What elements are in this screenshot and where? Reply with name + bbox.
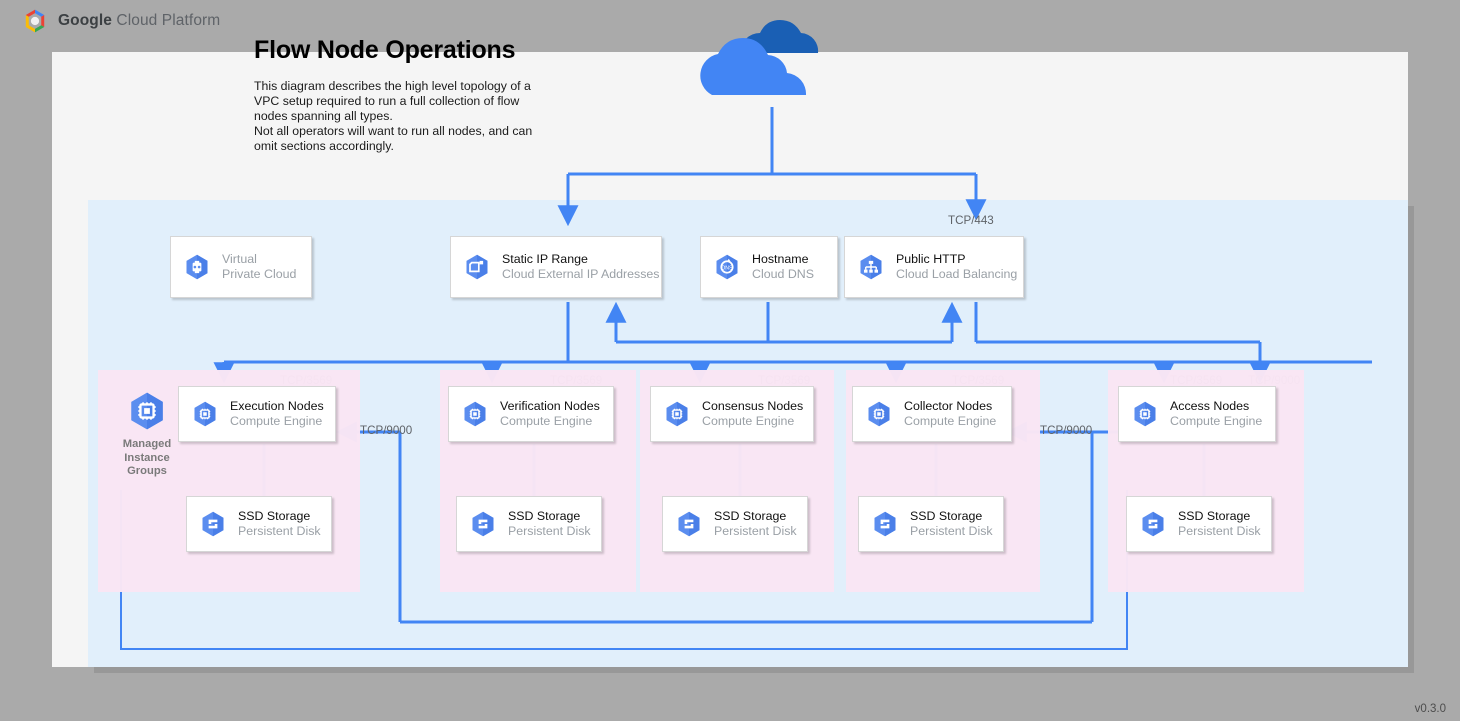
persistent-disk-icon [202, 511, 224, 537]
mig-label-line-0: Managed [122, 438, 172, 450]
managed-instance-groups-badge: Managed Instance Groups [114, 390, 180, 479]
diagram-description: This diagram describes the high level to… [254, 79, 544, 154]
node-consensus-nodes[interactable]: Consensus Nodes Compute Engine [650, 386, 823, 451]
desc-line-1: VPC setup required to run a full collect… [254, 94, 520, 108]
node-title: Virtual [222, 252, 257, 267]
node-virtual-private-cloud[interactable]: Virtual Private Cloud [170, 236, 312, 298]
managed-instance-groups-label: Managed Instance Groups [114, 438, 180, 479]
port-label-lb-ingress: TCP/443 [948, 214, 994, 227]
compute-engine-icon [666, 401, 688, 427]
load-balancing-icon [860, 254, 882, 280]
node-subtitle: Compute Engine [702, 414, 795, 428]
node-subtitle: Persistent Disk [238, 524, 321, 538]
node-subtitle: Compute Engine [1170, 414, 1263, 428]
diagram-canvas: Flow Node Operations This diagram descri… [52, 20, 1408, 667]
node-subtitle: Cloud External IP Addresses [502, 267, 660, 281]
node-title: Public HTTP [896, 252, 966, 267]
node-title: Consensus Nodes [702, 399, 804, 414]
node-subtitle: Compute Engine [230, 414, 323, 428]
node-title: SSD Storage [714, 509, 787, 524]
node-title: SSD Storage [1178, 509, 1251, 524]
desc-line-4: omit sections accordingly. [254, 139, 394, 153]
node-static-ip-range[interactable]: Static IP Range Cloud External IP Addres… [450, 236, 671, 307]
node-subtitle: Cloud Load Balancing [896, 267, 1018, 281]
desc-line-0: This diagram describes the high level to… [254, 79, 531, 93]
svg-text:DNS: DNS [721, 265, 733, 271]
node-subtitle: Persistent Disk [910, 524, 993, 538]
node-subtitle: Persistent Disk [714, 524, 797, 538]
port-label-access-to-execution: TCP/9000 [360, 424, 413, 437]
node-subtitle: Compute Engine [904, 414, 997, 428]
brand-bold: Google [58, 12, 112, 29]
mig-label-line-1: Instance [124, 451, 170, 464]
gcp-header: Google Cloud Platform [22, 8, 220, 34]
managed-instance-groups-icon [131, 392, 163, 430]
desc-line-2: nodes spanning all types. [254, 109, 393, 123]
cloud-icon [700, 20, 819, 95]
node-verification-ssd-storage[interactable]: SSD Storage Persistent Disk [456, 496, 611, 561]
version-label: v0.3.0 [1414, 703, 1446, 715]
node-public-http[interactable]: Public HTTP Cloud Load Balancing [844, 236, 1024, 298]
node-title: Collector Nodes [904, 399, 993, 414]
node-subtitle: Compute Engine [500, 414, 593, 428]
persistent-disk-icon [874, 511, 896, 537]
persistent-disk-icon [678, 511, 700, 537]
node-title: Verification Nodes [500, 399, 600, 414]
node-hostname[interactable]: DNS Hostname Cloud DNS [700, 236, 838, 298]
compute-engine-icon [868, 401, 890, 427]
gcp-wordmark: Google Cloud Platform [58, 12, 220, 30]
page-title: Flow Node Operations [254, 36, 516, 64]
node-title: Hostname [752, 252, 809, 267]
vpc-icon [186, 254, 208, 280]
brand-rest: Cloud Platform [112, 12, 221, 29]
node-consensus-ssd-storage[interactable]: SSD Storage Persistent Disk [662, 496, 817, 561]
node-title: SSD Storage [238, 509, 311, 524]
cloud-dns-icon: DNS [716, 254, 738, 280]
node-title: Static IP Range [502, 252, 588, 267]
node-subtitle: Cloud DNS [752, 267, 814, 281]
compute-engine-icon [1134, 401, 1156, 427]
node-access-nodes[interactable]: Access Nodes Compute Engine [1118, 386, 1285, 451]
internet-cloud [682, 17, 862, 107]
persistent-disk-icon [472, 511, 494, 537]
persistent-disk-icon [1142, 511, 1164, 537]
node-access-ssd-storage[interactable]: SSD Storage Persistent Disk [1126, 496, 1281, 561]
node-title: SSD Storage [910, 509, 983, 524]
port-label-access-to-collector: TCP/9000 [1040, 424, 1093, 437]
node-title: SSD Storage [508, 509, 581, 524]
desc-line-3: Not all operators will want to run all n… [254, 124, 533, 138]
compute-engine-icon [194, 401, 216, 427]
node-verification-nodes[interactable]: Verification Nodes Compute Engine [448, 386, 623, 451]
node-execution-nodes[interactable]: Execution Nodes Compute Engine [178, 386, 345, 451]
compute-engine-icon [464, 401, 486, 427]
node-title: Access Nodes [1170, 399, 1250, 414]
mig-label-line-2: Groups [127, 465, 167, 477]
node-execution-ssd-storage[interactable]: SSD Storage Persistent Disk [186, 496, 341, 561]
node-subtitle: Private Cloud [222, 267, 297, 281]
node-title: Execution Nodes [230, 399, 324, 414]
node-subtitle: Persistent Disk [508, 524, 591, 538]
node-collector-ssd-storage[interactable]: SSD Storage Persistent Disk [858, 496, 1013, 561]
node-collector-nodes[interactable]: Collector Nodes Compute Engine [852, 386, 1021, 451]
node-subtitle: Persistent Disk [1178, 524, 1261, 538]
google-cloud-hexagon-icon [25, 9, 45, 33]
external-ip-icon [466, 254, 488, 280]
